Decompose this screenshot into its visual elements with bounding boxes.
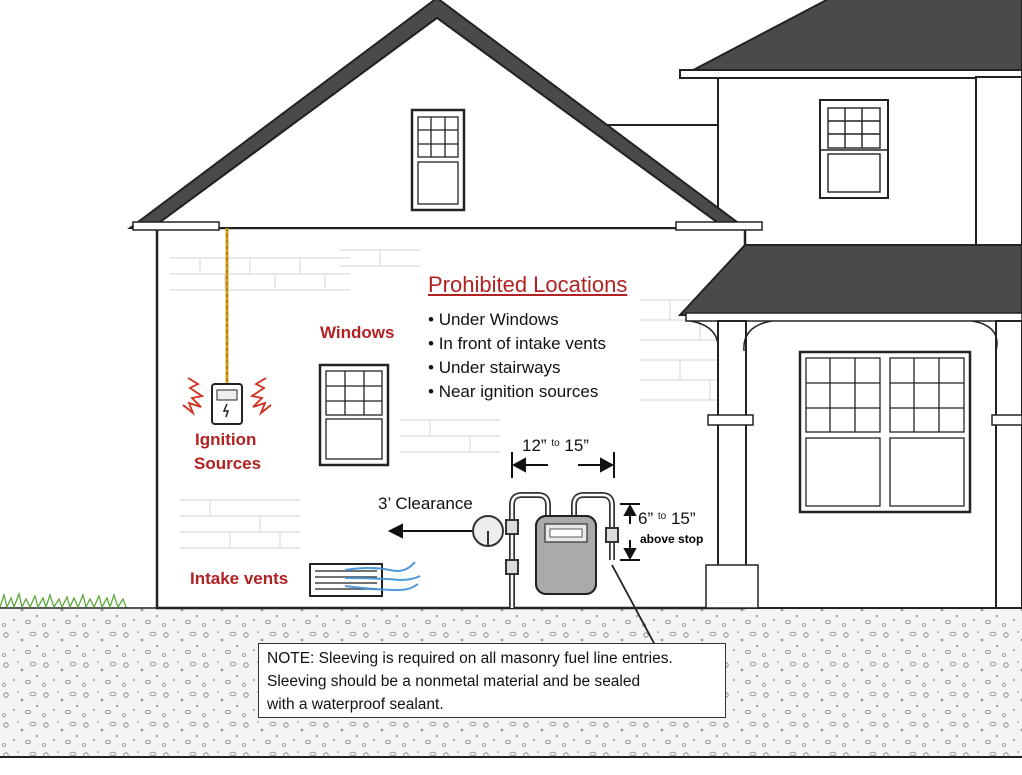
list-item: Under Windows (428, 308, 606, 332)
height-dimension (620, 503, 640, 561)
note-line: with a waterproof sealant. (267, 696, 444, 713)
width-to-word: to (551, 438, 560, 449)
list-item: Under stairways (428, 356, 606, 380)
gas-meter (472, 492, 619, 608)
height-from: 6” (638, 509, 654, 528)
wall-window (318, 363, 390, 467)
list-item: Near ignition sources (428, 380, 606, 404)
height-to: 15” (670, 509, 696, 528)
intake-vent-icon (309, 561, 421, 597)
intake-vents-label: Intake vents (190, 569, 289, 588)
height-dimension-label: 6” to 15” (638, 509, 696, 529)
ignition-label-line1: Ignition (195, 430, 257, 449)
width-to: 15” (564, 436, 589, 455)
note-line: NOTE: Sleeving is required on all masonr… (267, 650, 673, 667)
width-dimension-label: 12” to 15” (522, 436, 589, 456)
height-to-word: to (657, 511, 667, 522)
height-note: above stop (640, 532, 704, 546)
width-from: 12” (522, 436, 547, 455)
porch (677, 244, 1022, 609)
ignition-source-icon (182, 228, 272, 425)
prohibited-locations-list: Under Windows In front of intake vents U… (428, 308, 606, 404)
note-leader-line (611, 564, 656, 646)
airflow-icon (344, 561, 421, 592)
list-item: In front of intake vents (428, 332, 606, 356)
spark-icon (182, 377, 272, 416)
attic-window (410, 108, 466, 212)
clearance-label: 3’ Clearance (378, 494, 473, 513)
clearance-arrow (387, 523, 472, 539)
note-line: Sleeving should be a nonmetal material a… (267, 673, 641, 690)
ignition-label-line2: Sources (194, 454, 262, 473)
prohibited-locations-heading: Prohibited Locations (428, 272, 628, 297)
width-dimension (511, 452, 615, 478)
main-wall (155, 226, 747, 610)
windows-label: Windows (320, 323, 395, 342)
sleeving-note: NOTE: Sleeving is required on all masonr… (258, 643, 726, 718)
